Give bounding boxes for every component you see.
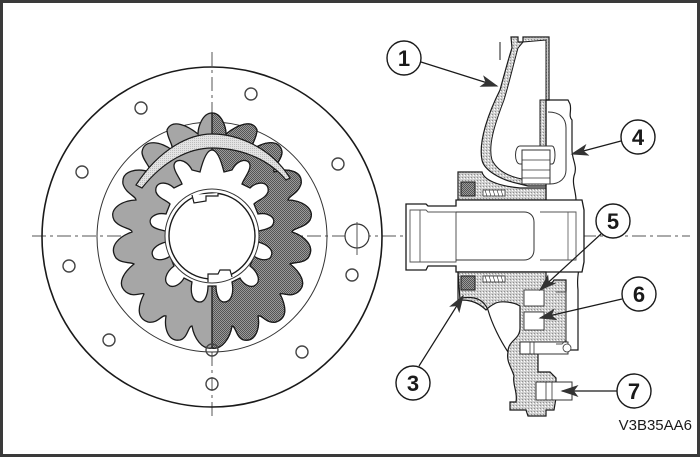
callout-3-label: 3 <box>407 371 419 396</box>
seal-upper <box>460 181 476 197</box>
leader-3 <box>418 294 464 367</box>
front-view <box>32 52 690 420</box>
callout-1: 1 <box>386 40 422 76</box>
callout-4: 4 <box>620 119 656 155</box>
bolt-hole <box>345 268 359 282</box>
callout-7: 7 <box>616 373 652 409</box>
callouts: 1 3 4 5 6 7 <box>386 40 657 409</box>
bolt-hole <box>75 165 89 179</box>
bolt-hole <box>134 101 148 115</box>
stator-support-tube <box>405 199 585 273</box>
bolt-hole <box>244 87 258 101</box>
bolt-hole <box>62 259 76 273</box>
callout-6-label: 6 <box>633 282 645 307</box>
bolt-hole <box>102 333 116 347</box>
callout-4-label: 4 <box>632 125 645 150</box>
bolt-holes <box>62 87 359 391</box>
bolt-hole <box>295 345 309 359</box>
callout-6: 6 <box>621 276 657 312</box>
callout-5-label: 5 <box>607 209 619 234</box>
callout-1-label: 1 <box>398 46 410 71</box>
callout-3: 3 <box>395 365 431 401</box>
bolt-hole <box>205 343 219 357</box>
callout-7-label: 7 <box>628 379 640 404</box>
leader-5 <box>538 233 602 292</box>
leader-1 <box>420 61 499 87</box>
section-view <box>405 36 585 417</box>
leader-4 <box>570 140 622 156</box>
shaft-bore-inner <box>168 192 256 280</box>
crescent-spacer <box>135 133 291 189</box>
drive-tang-bottom <box>207 269 233 282</box>
figure-id-label: V3B35AA6 <box>619 417 692 434</box>
bolt-hole <box>205 377 219 391</box>
bolt-hole <box>331 157 345 171</box>
seal-lower <box>460 275 476 291</box>
drive-tang-top <box>191 193 219 204</box>
leader-6 <box>538 298 623 321</box>
callout-5: 5 <box>595 203 631 239</box>
pump-body-outline <box>41 66 383 408</box>
